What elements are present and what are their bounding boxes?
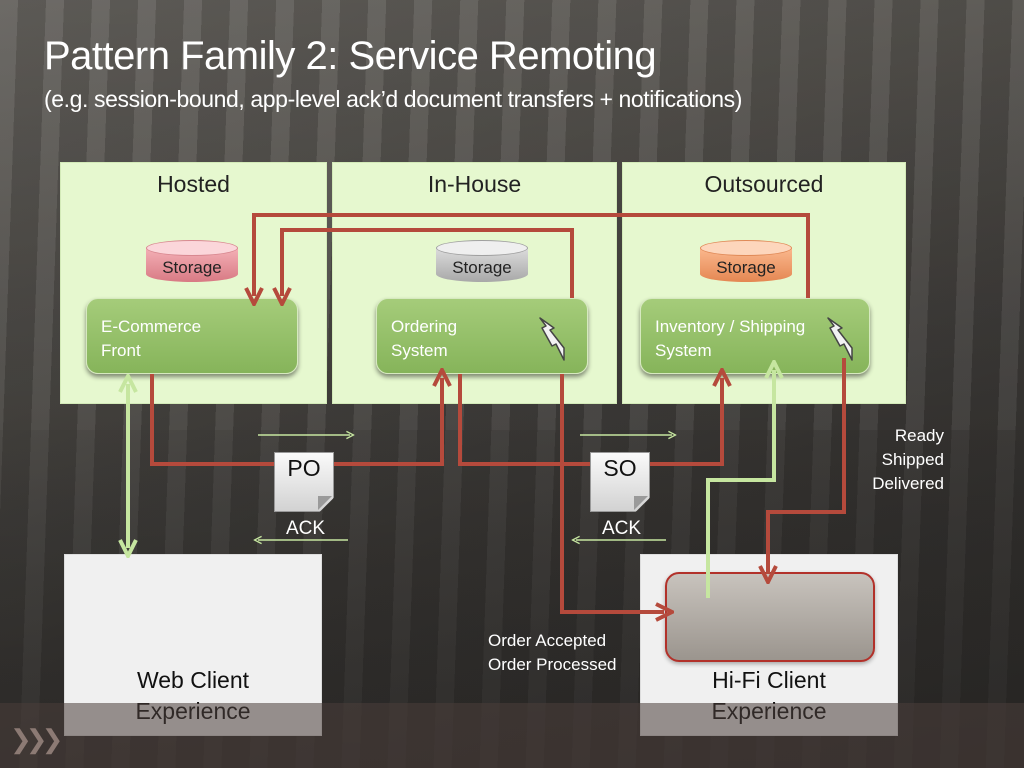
storage-hosted: Storage xyxy=(146,240,238,290)
arrow-hifi-to-inventory xyxy=(706,370,774,598)
zone-label: Outsourced xyxy=(704,171,824,197)
arrow-notify-ordering-to-front xyxy=(282,228,574,298)
zone-label: In-House xyxy=(427,171,522,197)
storage-in-house: Storage xyxy=(436,240,528,290)
order-processed: Order Processed xyxy=(488,655,617,674)
system-label-line2: System xyxy=(655,341,712,360)
system-label-line1: Inventory / Shipping xyxy=(655,317,806,336)
status-ready: Ready xyxy=(894,426,944,445)
system-inventory-shipping[interactable]: Inventory / Shipping System xyxy=(640,298,870,374)
status-delivered: Delivered xyxy=(872,474,944,493)
arrow-order-notify xyxy=(560,374,664,612)
order-notifications: Order Accepted Order Processed xyxy=(488,629,617,677)
zone-label: Hosted xyxy=(157,171,230,197)
chevron-decoration-icon: ❯❯❯ xyxy=(10,724,63,754)
client-label-line1: Hi-Fi Client xyxy=(712,667,826,693)
lightning-icon xyxy=(539,317,565,361)
po-label: PO xyxy=(287,455,321,481)
arrow-notify-inventory-to-front xyxy=(254,213,810,298)
storage-label: Storage xyxy=(716,258,776,277)
system-label-line2: System xyxy=(391,341,448,360)
status-notifications: Ready Shipped Delivered xyxy=(864,424,944,496)
so-label: SO xyxy=(603,455,637,481)
storage-label: Storage xyxy=(162,258,222,277)
hifi-client-app[interactable] xyxy=(665,572,875,662)
po-ack-label: ACK xyxy=(286,518,326,539)
system-label-line1: Ordering xyxy=(391,317,458,336)
storage-outsourced: Storage xyxy=(700,240,792,290)
lightning-icon xyxy=(827,317,853,361)
client-label-line1: Web Client xyxy=(136,667,250,693)
footer-band xyxy=(0,703,1024,768)
storage-label: Storage xyxy=(452,258,512,277)
status-shipped: Shipped xyxy=(881,450,944,469)
system-ecommerce-front[interactable]: E-Commerce Front xyxy=(86,298,298,374)
so-ack-label: ACK xyxy=(602,518,642,539)
slide-subtitle: (e.g. session-bound, app-level ack’d doc… xyxy=(44,86,743,112)
order-accepted: Order Accepted xyxy=(488,631,607,650)
arrow-so-flow xyxy=(458,374,722,466)
slide-title: Pattern Family 2: Service Remoting xyxy=(44,34,657,78)
arrow-po-flow xyxy=(150,374,442,466)
system-label-line2: Front xyxy=(101,341,141,360)
arrow-status-notify xyxy=(768,358,846,574)
system-label-line1: E-Commerce xyxy=(101,317,202,336)
